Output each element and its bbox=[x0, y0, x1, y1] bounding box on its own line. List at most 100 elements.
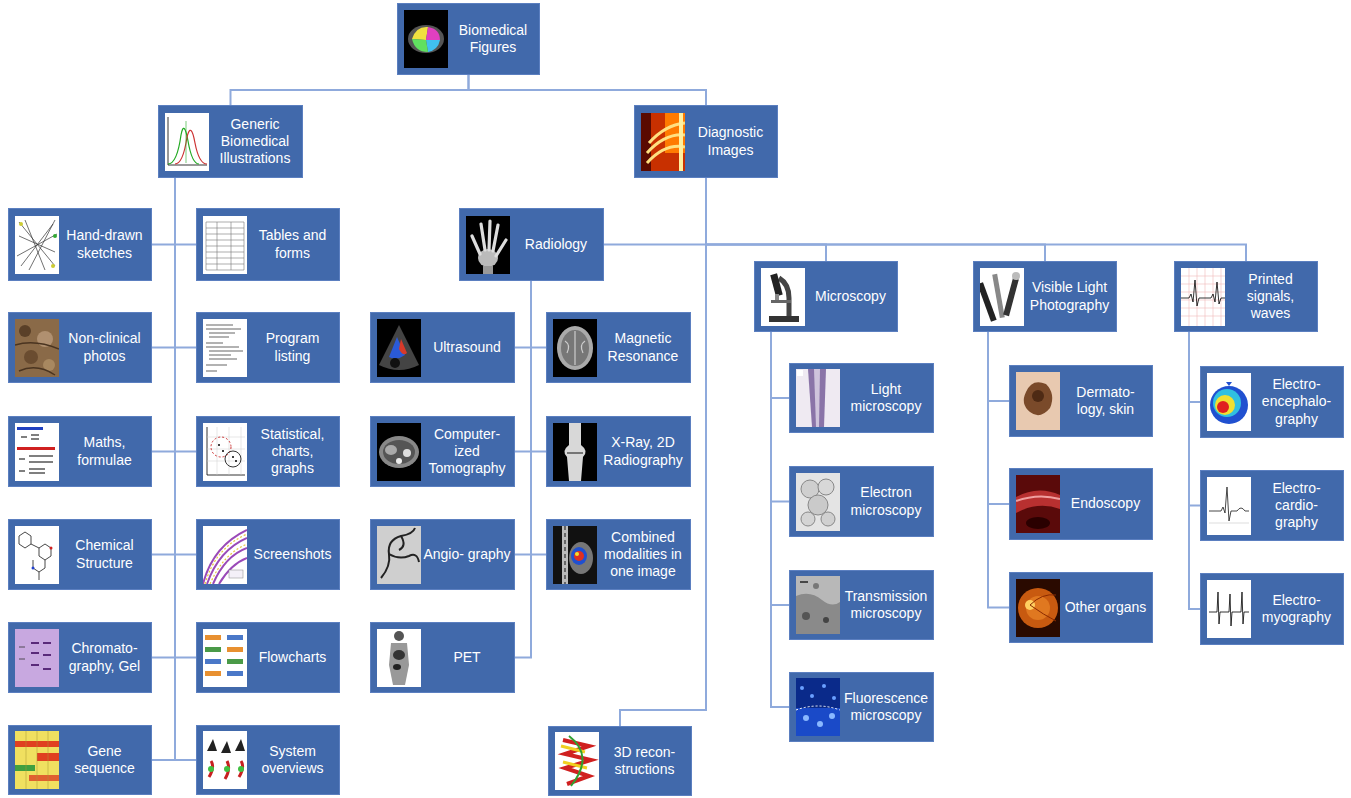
category-label: Gene sequence bbox=[61, 743, 148, 777]
label-area: 3D recon- structions bbox=[601, 729, 688, 793]
category-label: Other organs bbox=[1065, 599, 1147, 616]
category-label: Combined modalities in one image bbox=[599, 529, 687, 580]
category-box: Flowcharts bbox=[196, 622, 340, 693]
microscope-icon bbox=[761, 268, 805, 326]
tree-connector bbox=[988, 332, 1009, 608]
category-label: Dermato- logy, skin bbox=[1062, 384, 1149, 418]
tree-connector bbox=[175, 178, 196, 245]
category-label: Angio- graphy bbox=[423, 546, 510, 563]
xray-heat-icon bbox=[641, 113, 685, 171]
category-box: Combined modalities in one image bbox=[546, 519, 691, 590]
label-area: Visible Light Photography bbox=[1026, 264, 1113, 329]
label-area: Microscopy bbox=[807, 264, 894, 329]
tree-connector bbox=[515, 281, 531, 555]
category-label: Electro- encephalo- graphy bbox=[1253, 376, 1340, 427]
tree-connector bbox=[175, 178, 196, 452]
label-area: Endoscopy bbox=[1062, 471, 1149, 537]
category-box: Chemical Structure bbox=[8, 519, 152, 590]
label-area: Combined modalities in one image bbox=[599, 522, 687, 587]
category-box: Printed signals, waves bbox=[1174, 261, 1318, 332]
category-box: Tables and forms bbox=[196, 208, 340, 281]
angiography-icon bbox=[377, 526, 421, 584]
tree-connector bbox=[531, 281, 546, 348]
mri-icon bbox=[553, 319, 597, 377]
tree-connector bbox=[706, 178, 1045, 261]
tree-connector bbox=[706, 178, 826, 261]
tree-connector bbox=[604, 178, 706, 245]
photo-icon bbox=[15, 319, 59, 377]
category-label: System overviews bbox=[249, 743, 336, 777]
tree-connector bbox=[515, 281, 531, 658]
table-icon bbox=[203, 216, 247, 274]
category-label: Screenshots bbox=[254, 546, 332, 563]
category-box: Screenshots bbox=[196, 519, 340, 590]
tree-connector bbox=[152, 178, 175, 658]
category-label: PET bbox=[453, 649, 480, 666]
gel-icon bbox=[15, 629, 59, 687]
label-area: PET bbox=[423, 625, 511, 690]
tree-connector bbox=[1189, 332, 1200, 402]
label-area: Light microscopy bbox=[842, 366, 930, 430]
category-label: Electro- myography bbox=[1253, 592, 1340, 626]
category-label: Computer- ized Tomography bbox=[423, 426, 511, 477]
label-area: Printed signals, waves bbox=[1227, 264, 1314, 329]
tree-connector bbox=[515, 281, 531, 452]
chart-icon bbox=[203, 423, 247, 481]
tree-connector bbox=[152, 178, 175, 348]
category-box: System overviews bbox=[196, 725, 340, 795]
label-area: Program listing bbox=[249, 315, 336, 380]
label-area: Tables and forms bbox=[249, 211, 336, 278]
camera-tools-icon bbox=[980, 268, 1024, 326]
label-area: System overviews bbox=[249, 728, 336, 792]
category-box: Electro- cardio- graphy bbox=[1200, 470, 1344, 541]
category-box: Statistical, charts, graphs bbox=[196, 416, 340, 487]
label-area: Transmission microscopy bbox=[842, 573, 930, 637]
category-box: X-Ray, 2D Radiography bbox=[546, 416, 691, 487]
category-label: Biomedical Figures bbox=[450, 22, 536, 56]
tree-connector bbox=[152, 178, 175, 452]
label-area: Gene sequence bbox=[61, 728, 148, 792]
pet-icon bbox=[377, 629, 421, 687]
category-box: Angio- graphy bbox=[370, 519, 515, 590]
light-microscopy-icon bbox=[796, 369, 840, 427]
tree-connector bbox=[1189, 332, 1200, 506]
label-area: Diagnostic Images bbox=[687, 108, 774, 175]
category-box: Electro- myography bbox=[1200, 573, 1344, 645]
protein-icon bbox=[555, 732, 599, 790]
skin-icon bbox=[1016, 372, 1060, 430]
tree-connector bbox=[175, 178, 196, 658]
category-box: Endoscopy bbox=[1009, 468, 1153, 540]
flowchart-icon bbox=[203, 629, 247, 687]
label-area: Magnetic Resonance bbox=[599, 315, 687, 380]
tree-connector bbox=[771, 332, 789, 398]
category-box: Microscopy bbox=[754, 261, 898, 332]
category-label: Statistical, charts, graphs bbox=[249, 426, 336, 477]
tree-connector bbox=[152, 178, 175, 760]
eeg-icon bbox=[1207, 373, 1251, 431]
category-box: Generic Biomedical Illustrations bbox=[158, 105, 303, 178]
label-area: Electron microscopy bbox=[842, 469, 930, 534]
label-area: Electro- cardio- graphy bbox=[1253, 473, 1340, 538]
category-box: Diagnostic Images bbox=[634, 105, 778, 178]
category-box: Fluorescence microscopy bbox=[789, 672, 934, 742]
tree-connector bbox=[515, 281, 531, 348]
label-area: Electro- myography bbox=[1253, 576, 1340, 642]
label-area: Chemical Structure bbox=[61, 522, 148, 587]
category-box: Light microscopy bbox=[789, 363, 934, 433]
category-label: X-Ray, 2D Radiography bbox=[599, 434, 687, 468]
category-box: Chromato- graphy, Gel bbox=[8, 622, 152, 693]
label-area: Radiology bbox=[512, 211, 600, 278]
ecg-icon bbox=[1207, 477, 1251, 535]
label-area: Angio- graphy bbox=[423, 522, 511, 587]
tree-connector bbox=[771, 332, 789, 707]
fluorescence-icon bbox=[796, 678, 840, 736]
label-area: Biomedical Figures bbox=[450, 6, 536, 72]
category-label: Maths, formulae bbox=[61, 434, 148, 468]
category-box: Electro- encephalo- graphy bbox=[1200, 366, 1344, 438]
tree-connector bbox=[1189, 332, 1200, 609]
tree-connector bbox=[531, 281, 546, 452]
label-area: Fluorescence microscopy bbox=[842, 675, 930, 739]
category-box: Gene sequence bbox=[8, 725, 152, 795]
ct-icon bbox=[404, 10, 448, 68]
